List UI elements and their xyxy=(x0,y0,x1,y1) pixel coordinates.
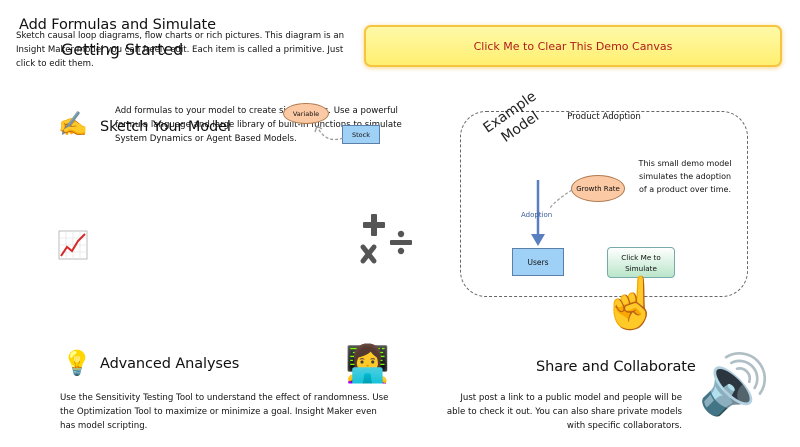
link-arrow xyxy=(314,125,344,141)
stock-label: Stock xyxy=(352,130,370,139)
users-stock[interactable]: Users xyxy=(512,248,564,276)
getting-started-text[interactable]: Sketch causal loop diagrams, flow charts… xyxy=(16,31,345,69)
share-collaborate-title[interactable]: Share and Collaborate xyxy=(536,359,696,375)
variable-label: Variable xyxy=(292,109,320,118)
share-collaborate-text[interactable]: Just post a link to a public model and p… xyxy=(446,393,682,431)
advanced-analyses-text[interactable]: Use the Sensitivity Testing Tool to unde… xyxy=(60,393,389,431)
demo-description[interactable]: This small demo model simulates the adop… xyxy=(638,159,732,194)
writing-hand-icon: ✍️ xyxy=(58,110,88,138)
adoption-flow[interactable] xyxy=(520,178,590,250)
add-formulas-text[interactable]: Add formulas to your model to create sim… xyxy=(115,106,402,144)
users-label: Users xyxy=(527,257,549,267)
pointing-up-icon: ☝️ xyxy=(600,274,663,332)
add-formulas-title[interactable]: Add Formulas and Simulate xyxy=(19,17,216,33)
light-bulb-icon: 💡 xyxy=(62,349,92,377)
math-operators-icon xyxy=(360,214,412,264)
growth-rate-label: Growth Rate xyxy=(576,184,620,193)
technologist-icon: 👩‍💻 xyxy=(345,344,390,385)
chart-increasing-icon xyxy=(58,230,88,260)
adoption-flow-label: Adoption xyxy=(521,211,553,219)
simulate-button[interactable]: Click Me to Simulate xyxy=(607,247,675,278)
sketch-model-title[interactable]: Sketch Your Model xyxy=(100,119,231,135)
variable-primitive[interactable]: Variable xyxy=(283,103,329,124)
speaker-icon: 🔊 xyxy=(698,350,771,418)
clear-canvas-button[interactable]: Click Me to Clear This Demo Canvas xyxy=(364,25,782,67)
demo-title[interactable]: Product Adoption xyxy=(567,112,641,122)
demo-model-frame xyxy=(460,111,748,297)
advanced-analyses-title[interactable]: Advanced Analyses xyxy=(100,356,240,372)
simulate-label: Click Me to Simulate xyxy=(621,252,661,273)
growth-rate-variable[interactable]: Growth Rate xyxy=(571,175,625,202)
stock-primitive[interactable]: Stock xyxy=(342,125,380,144)
getting-started-title[interactable]: Getting Started xyxy=(61,40,184,59)
